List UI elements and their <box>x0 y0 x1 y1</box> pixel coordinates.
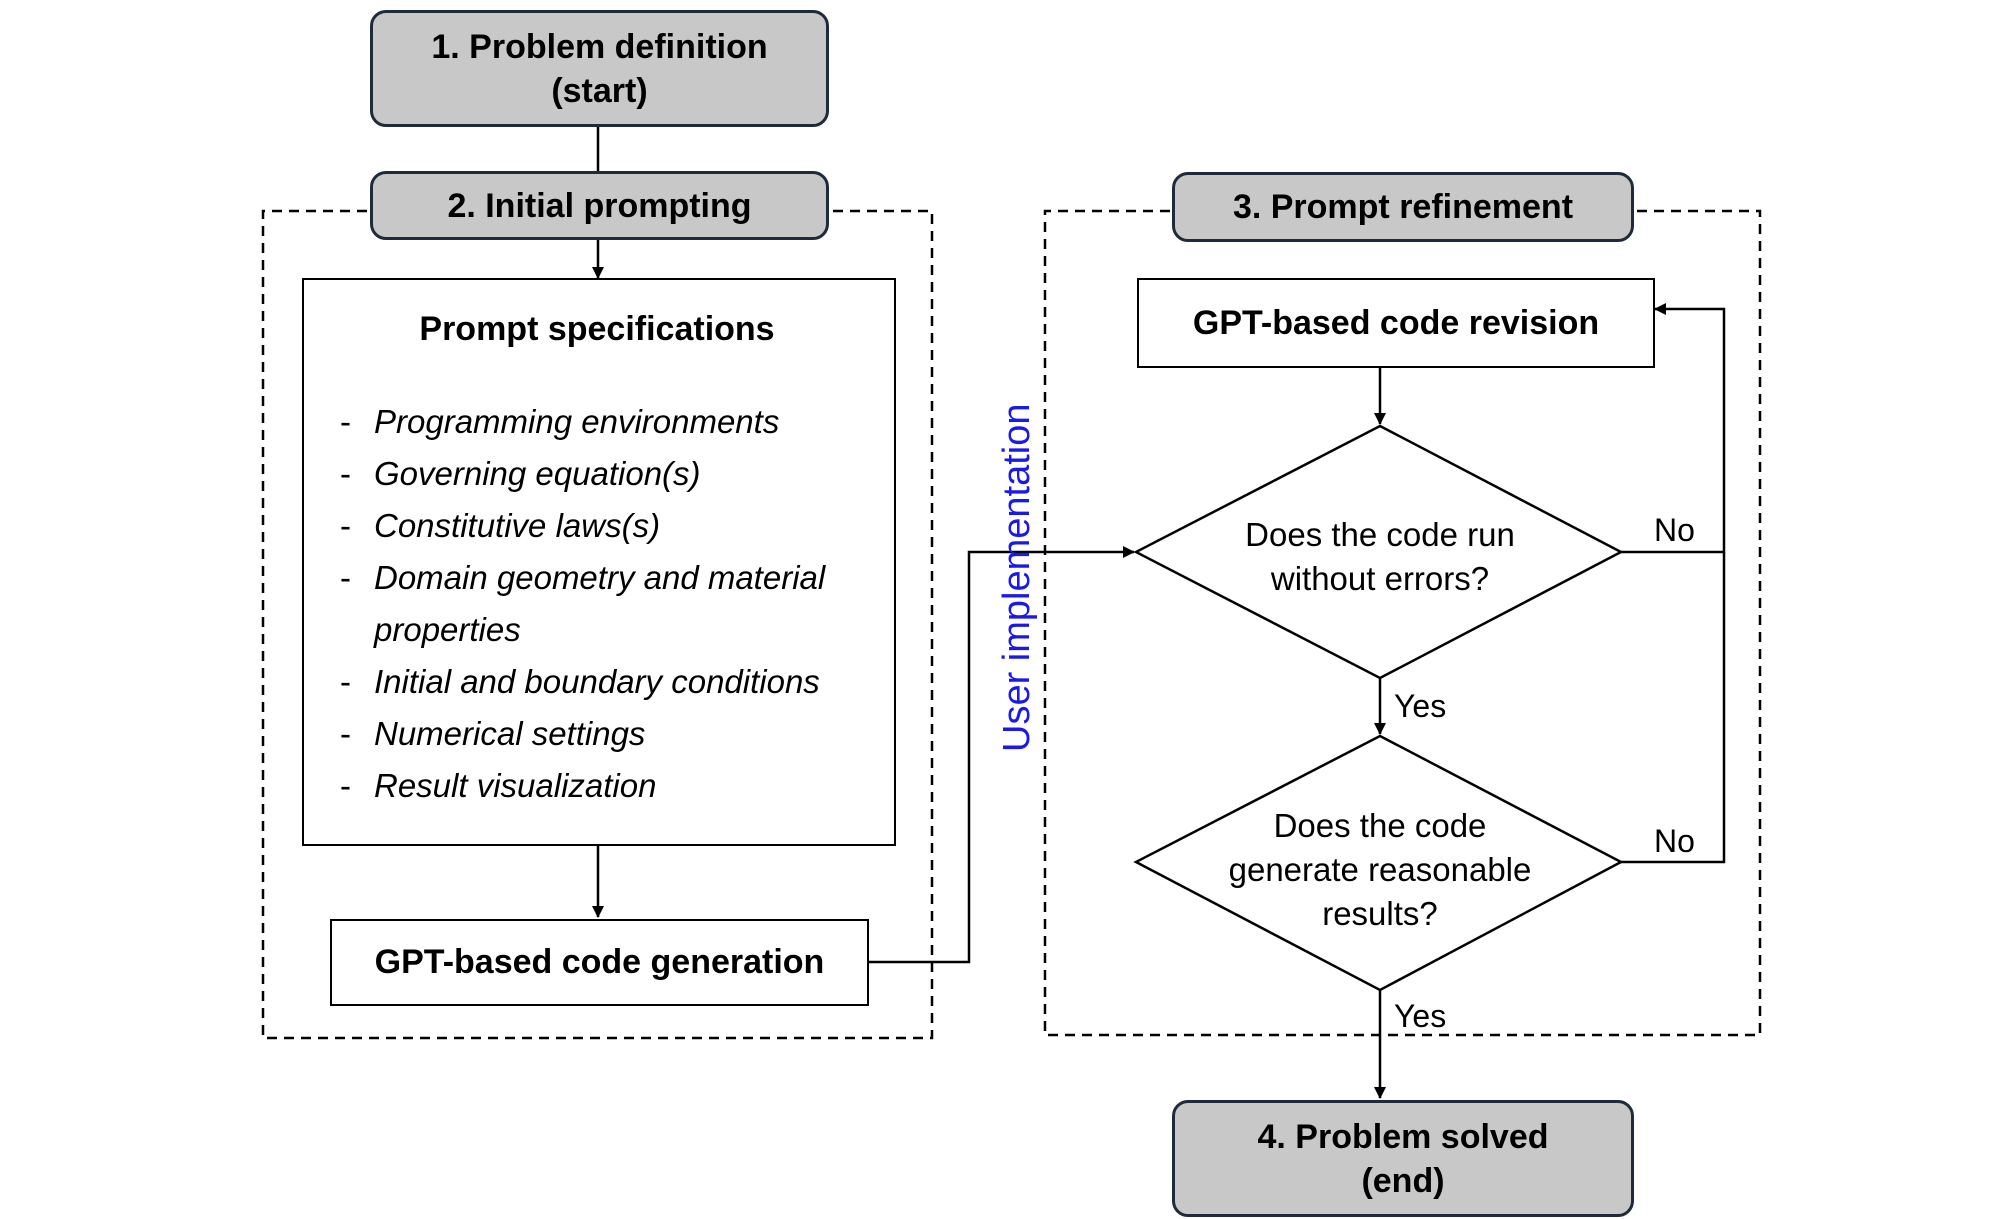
spec-item-text: Programming environments <box>374 403 780 440</box>
spec-item: -Programming environments <box>340 396 914 448</box>
arrow-user-implementation <box>869 546 1135 964</box>
spec-item-text: Result visualization <box>374 767 657 804</box>
decision-runs-text: Does the code run without errors? <box>1180 513 1580 601</box>
label-yes-runs: Yes <box>1394 688 1447 724</box>
code-generation-label: GPT-based code generation <box>374 943 825 981</box>
label-no-reasonable: No <box>1654 823 1695 859</box>
spec-item-text: Initial and boundary conditions <box>374 663 820 700</box>
decision-reasonable-line1: Does the code <box>1273 807 1487 844</box>
spec-item-text: Governing equation(s) <box>374 455 701 492</box>
connector-reasonable-no <box>1621 552 1726 864</box>
spec-item: -Domain geometry and material properties <box>340 552 914 656</box>
stage-initial-prompting-label: 2. Initial prompting <box>447 186 752 225</box>
stage-problem-solved-line2: (end) <box>1361 1161 1445 1200</box>
spec-item: -Governing equation(s) <box>340 448 914 500</box>
decision-reasonable-text: Does the code generate reasonable result… <box>1180 804 1580 936</box>
spec-item: -Numerical settings <box>340 708 914 760</box>
label-user-implementation: User implementation <box>996 403 1038 752</box>
spec-item-text: Numerical settings <box>374 715 646 752</box>
stage-problem-definition-line2: (start) <box>551 71 648 110</box>
prompt-specifications-box <box>302 278 896 846</box>
code-generation-box: GPT-based code generation <box>330 919 869 1006</box>
decision-reasonable-line3: results? <box>1322 895 1438 932</box>
code-revision-label: GPT-based code revision <box>1192 303 1600 342</box>
spec-item-text: Domain geometry and material properties <box>374 559 826 648</box>
prompt-specifications-title: Prompt specifications <box>419 310 775 348</box>
stage-problem-definition-line1: 1. Problem definition <box>431 27 768 66</box>
prompt-refinement-frame <box>1043 209 1762 1037</box>
arrow-no-loop <box>1621 303 1726 554</box>
spec-item: -Constitutive laws(s) <box>340 500 914 552</box>
spec-item: -Initial and boundary conditions <box>340 656 914 708</box>
code-revision-box: GPT-based code revision <box>1137 278 1655 368</box>
stage-problem-definition: 1. Problem definition (start) <box>370 10 829 127</box>
spec-item: -Result visualization <box>340 760 914 812</box>
spec-item-text: Constitutive laws(s) <box>374 507 661 544</box>
decision-reasonable-line2: generate reasonable <box>1228 851 1532 888</box>
stage-initial-prompting: 2. Initial prompting <box>370 171 829 240</box>
decision-runs-line1: Does the code run <box>1245 516 1515 553</box>
stage-problem-solved-line1: 4. Problem solved <box>1257 1117 1549 1156</box>
stage-prompt-refinement-label: 3. Prompt refinement <box>1232 188 1574 226</box>
prompt-specifications-list: -Programming environments -Governing equ… <box>340 396 914 812</box>
label-no-runs: No <box>1654 512 1695 548</box>
stage-prompt-refinement: 3. Prompt refinement <box>1172 172 1634 242</box>
label-yes-reasonable: Yes <box>1394 998 1447 1034</box>
initial-prompting-frame <box>261 209 934 1040</box>
decision-runs-line2: without errors? <box>1270 560 1490 597</box>
stage-problem-solved: 4. Problem solved (end) <box>1172 1100 1634 1217</box>
